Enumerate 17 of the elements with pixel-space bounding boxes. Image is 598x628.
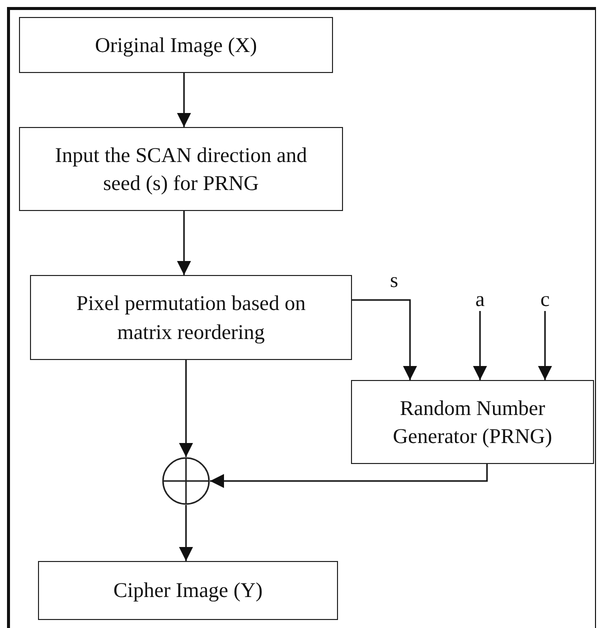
process-box: Cipher Image (Y) [38,561,338,620]
process-box: Random Number Generator (PRNG) [351,380,594,464]
input-label: a [472,289,488,311]
input-label: c [537,289,553,311]
arrow [179,505,193,561]
arrow [538,311,552,380]
arrow [179,360,193,457]
arrow [177,211,191,275]
edge-label: s [390,270,398,291]
arrow [177,73,191,127]
process-box: Pixel permutation based on matrix reordering [30,275,352,360]
arrow [473,311,487,380]
arrow [352,299,417,380]
arrow [210,464,488,488]
process-box: Input the SCAN direction and seed (s) for PRNG [19,127,343,211]
process-box: Original Image (X) [19,17,333,73]
xor-symbol [162,457,210,505]
